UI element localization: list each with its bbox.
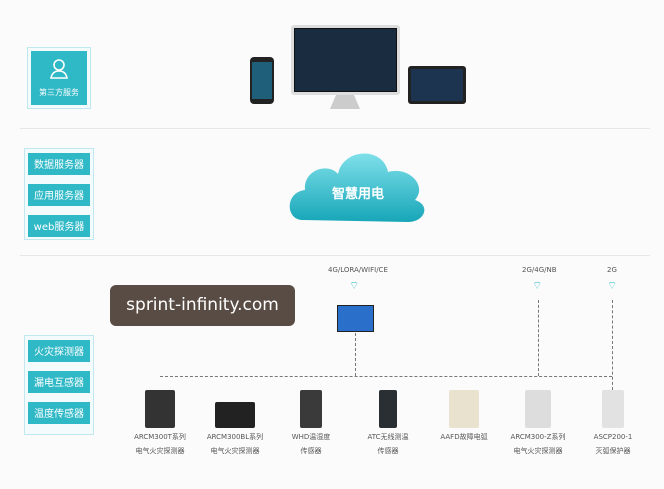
connector-line <box>538 300 539 376</box>
divider <box>20 128 650 129</box>
application-server: 应用服务器 <box>34 191 84 202</box>
wifi-icon: ⌔ <box>532 279 543 292</box>
device-item: ATC无线测温传感器 <box>353 390 423 456</box>
tablet <box>408 66 466 104</box>
data-server: 数据服务器 <box>34 160 84 171</box>
leakage-transformer: 漏电互感器 <box>34 378 84 389</box>
leakage-transformer-button[interactable]: 漏电互感器 <box>28 371 90 393</box>
network-label-2g: 2G <box>607 266 617 274</box>
temperature-sensor: 温度传感器 <box>34 409 84 420</box>
cloud-icon <box>289 153 425 222</box>
temperature-sensor-button[interactable]: 温度传感器 <box>28 402 90 424</box>
fire-detector: 火灾探测器 <box>34 347 84 358</box>
monitor-stand <box>330 95 360 109</box>
wifi-icon: ⌔ <box>349 279 360 292</box>
smartphone <box>250 57 274 104</box>
user-icon <box>50 59 68 79</box>
device-model: ATC无线测温 <box>367 433 409 441</box>
device-model: ARCM300-Z系列 <box>510 433 566 441</box>
gateway-device <box>337 305 374 332</box>
device-type: 传感器 <box>377 447 399 455</box>
desktop-monitor <box>291 25 400 95</box>
device-item: ARCM300T系列电气火灾探测器 <box>125 390 195 456</box>
third-party-label: 第三方服务 <box>39 88 79 97</box>
device-model: ARCM300BL系列 <box>206 433 264 441</box>
third-party-panel: 第三方服务 <box>27 47 91 109</box>
application-server-button[interactable]: 应用服务器 <box>28 184 90 206</box>
device-type: 电气火灾探测器 <box>513 447 563 455</box>
web-server: web服务器 <box>33 222 85 233</box>
device-item: ARCM300-Z系列电气火灾探测器 <box>503 390 573 456</box>
device-type: 灭弧保护器 <box>595 447 631 455</box>
cloud-label: 智慧用电 <box>331 187 384 202</box>
device-item: WHD温湿度传感器 <box>276 390 346 456</box>
watermark: sprint-infinity.com <box>110 285 295 326</box>
device-type: 传感器 <box>300 447 322 455</box>
device-item: ARCM300BL系列电气火灾探测器 <box>200 390 270 456</box>
connector-line <box>355 333 356 376</box>
connector-line <box>612 300 613 390</box>
web-server-button[interactable]: web服务器 <box>28 215 90 237</box>
server-panel: 数据服务器 应用服务器 web服务器 <box>24 148 94 240</box>
third-party-service[interactable]: 第三方服务 <box>31 51 87 105</box>
field-device-panel: 火灾探测器 漏电互感器 温度传感器 <box>24 335 94 435</box>
device-item: AAFD故障电弧 <box>429 390 499 442</box>
network-label-nb: 2G/4G/NB <box>522 266 557 274</box>
device-model: ASCP200-1 <box>593 433 633 441</box>
device-type: 电气火灾探测器 <box>210 447 260 455</box>
data-server-button[interactable]: 数据服务器 <box>28 153 90 175</box>
device-model: ARCM300T系列 <box>134 433 186 441</box>
network-label-gateway: 4G/LORA/WIFI/CE <box>328 266 388 274</box>
device-model: AAFD故障电弧 <box>440 433 488 441</box>
bus-line <box>160 376 612 377</box>
divider <box>20 255 650 256</box>
device-item: ASCP200-1 灭弧保护器 <box>578 390 648 456</box>
device-model: WHD温湿度 <box>291 433 331 441</box>
wifi-icon: ⌔ <box>607 279 618 292</box>
device-type: 电气火灾探测器 <box>135 447 185 455</box>
fire-detector-button[interactable]: 火灾探测器 <box>28 340 90 362</box>
